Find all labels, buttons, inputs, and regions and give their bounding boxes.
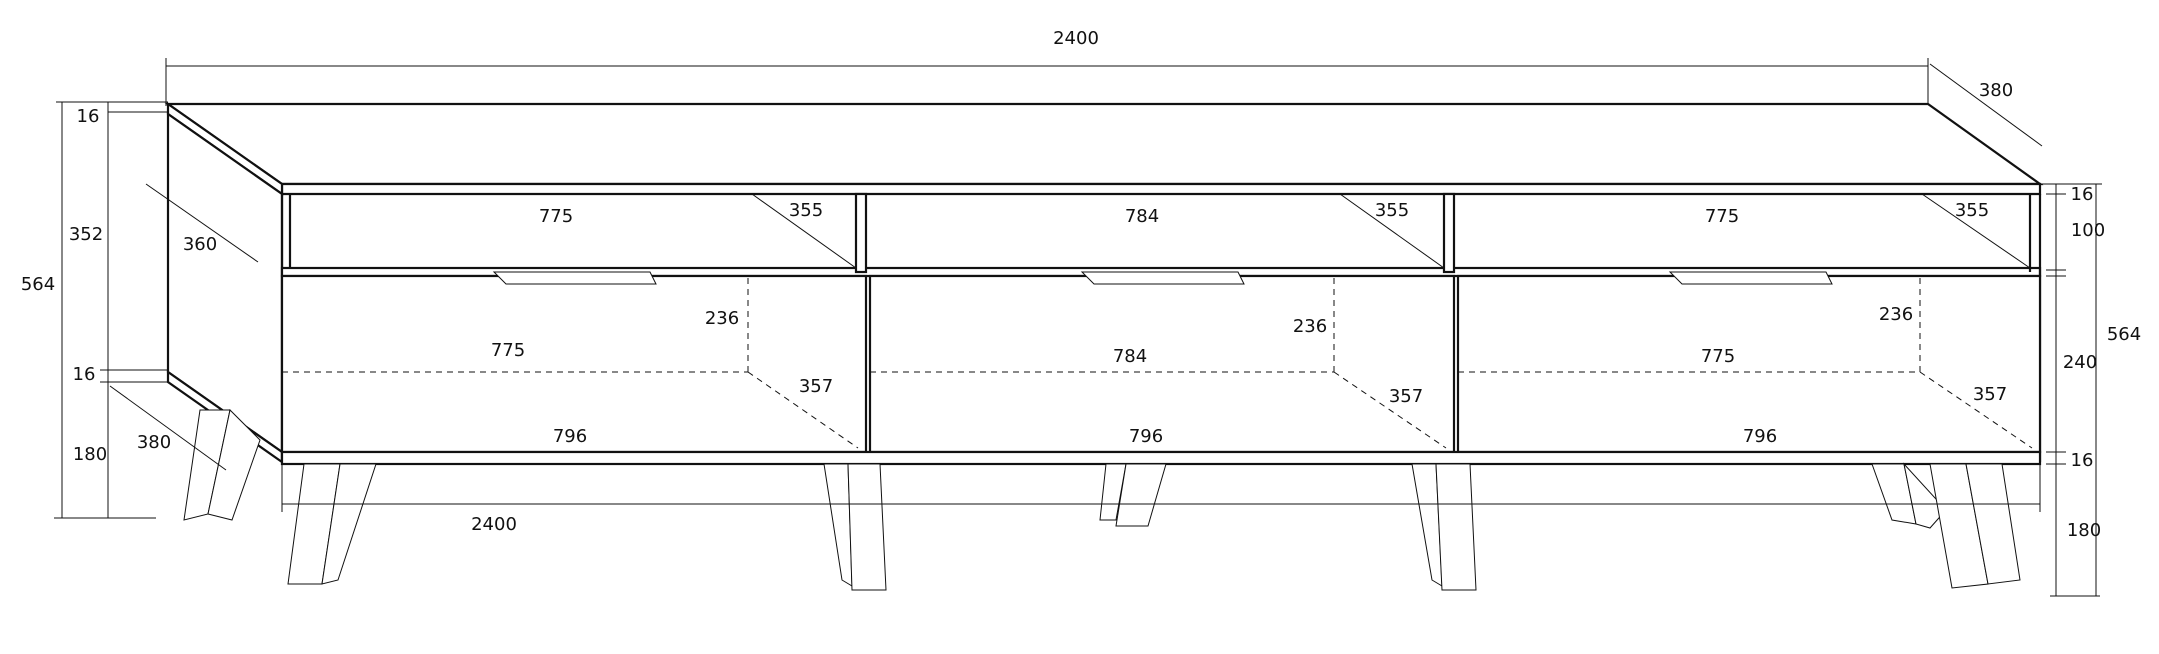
bottom-panel	[280, 450, 2042, 466]
left-bottom-depth-label: 380	[137, 432, 171, 453]
section-2-drawer-depth: 357	[1389, 386, 1423, 407]
section-3-drawer-width: 775	[1701, 346, 1735, 367]
top-width-dimension: 2400	[165, 28, 1929, 106]
section-3-drawer-height: 236	[1879, 304, 1913, 325]
section-3-labels: 775 355 236 775 357 796	[1701, 200, 2007, 447]
section-1-labels: 775 355 236 775 357 796	[491, 200, 833, 447]
top-depth-label: 380	[1979, 80, 2013, 101]
drawer-3	[1456, 274, 2042, 454]
section-3-shelf-depth: 355	[1955, 200, 1989, 221]
section-1-drawer-height: 236	[705, 308, 739, 329]
section-1-shelf-depth: 355	[789, 200, 823, 221]
top-panel	[164, 101, 2044, 197]
drawer-row	[280, 271, 2042, 454]
right-bottom-thickness-label: 16	[2071, 450, 2094, 471]
section-3-drawer-depth: 357	[1973, 384, 2007, 405]
right-shelf-height-label: 100	[2071, 220, 2105, 241]
section-2-base-width: 796	[1129, 426, 1163, 447]
top-width-label: 2400	[1053, 28, 1099, 49]
right-top-thickness-label: 16	[2071, 184, 2094, 205]
legs	[183, 408, 2021, 591]
right-total-height-label: 564	[2107, 324, 2141, 345]
left-bottom-thickness-label: 16	[73, 364, 96, 385]
left-leg-height-label: 180	[73, 444, 107, 465]
left-total-height-label: 564	[21, 274, 55, 295]
bottom-width-label: 2400	[471, 514, 517, 535]
right-drawer-height-label: 240	[2063, 352, 2097, 373]
drawer-1	[280, 274, 868, 454]
section-1-drawer-width: 775	[491, 340, 525, 361]
section-3-base-width: 796	[1743, 426, 1777, 447]
top-depth-dimension: 380	[1929, 63, 2043, 147]
section-1-shelf-width: 775	[539, 206, 573, 227]
section-3-shelf-width: 775	[1705, 206, 1739, 227]
drawer-handle-3	[1668, 271, 1833, 285]
side-inner-depth-label: 360	[183, 234, 217, 255]
section-2-drawer-height: 236	[1293, 316, 1327, 337]
left-dimensions: 564 16 352 16 180 360 380	[21, 101, 259, 519]
left-top-thickness-label: 16	[77, 106, 100, 127]
left-body-height-label: 352	[69, 224, 103, 245]
drawer-2	[868, 274, 1456, 454]
section-1-base-width: 796	[553, 426, 587, 447]
section-1-drawer-depth: 357	[799, 376, 833, 397]
right-leg-height-label: 180	[2067, 520, 2101, 541]
section-2-labels: 784 355 236 784 357 796	[1113, 200, 1423, 447]
section-2-drawer-width: 784	[1113, 346, 1147, 367]
section-2-shelf-width: 784	[1125, 206, 1159, 227]
drawer-handle-2	[1080, 271, 1245, 285]
drawer-handle-1	[492, 271, 657, 285]
bottom-width-dimension: 2400	[281, 464, 2041, 535]
section-2-shelf-depth: 355	[1375, 200, 1409, 221]
right-dimensions: 16 100 564 240 16 180	[2040, 183, 2141, 597]
